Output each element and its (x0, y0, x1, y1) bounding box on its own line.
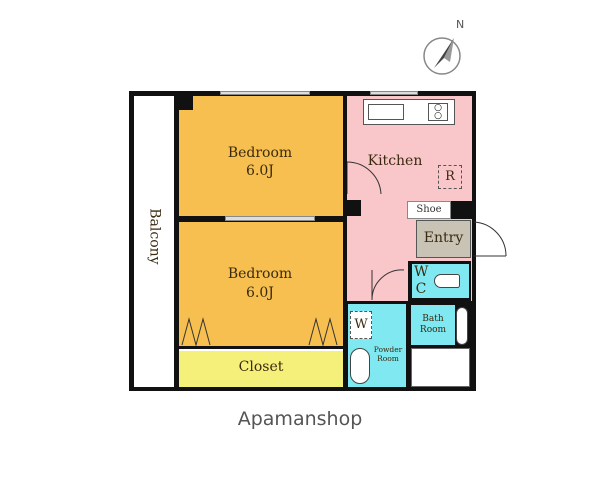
wc-label-1: W (414, 264, 429, 280)
closet (179, 349, 343, 387)
pillar (179, 96, 193, 110)
stove-icon: ○○ (428, 103, 448, 121)
window (225, 216, 315, 221)
wall-stub (343, 200, 361, 216)
shower-icon (456, 307, 468, 345)
balcony (134, 96, 174, 387)
bedroom-2-name: Bedroom (227, 266, 293, 282)
bath-room (411, 305, 455, 345)
entry-label: Entry (423, 230, 464, 246)
balcony-label: Balcony (146, 208, 163, 265)
bedroom-2 (179, 222, 343, 346)
toilet-icon (434, 274, 460, 288)
bathtub (411, 348, 470, 387)
door-swing-icon (347, 161, 382, 195)
sink-icon (368, 104, 404, 120)
washer: W (350, 311, 372, 339)
shoe-cabinet: Shoe (407, 201, 451, 219)
wc-label-2: C (415, 281, 427, 297)
powder-room-label: Powder Room (373, 345, 403, 363)
kitchen-label: Kitchen (367, 153, 423, 169)
bedroom-1 (179, 96, 343, 216)
washbasin-icon (350, 348, 370, 384)
closet-label: Closet (238, 359, 284, 375)
washer-label: W (354, 317, 368, 332)
window (370, 91, 418, 95)
compass-icon (423, 37, 461, 75)
wall-block (451, 201, 472, 219)
door-swing-icon (371, 269, 405, 300)
bedroom-1-size: 6.0J (246, 163, 274, 179)
bedroom-2-size: 6.0J (246, 285, 274, 301)
fridge: R (438, 165, 462, 189)
bedroom-1-name: Bedroom (227, 145, 293, 161)
brand-label: Apamanshop (237, 408, 363, 430)
kitchen-counter: ○○ (363, 99, 455, 125)
compass: N (420, 18, 470, 80)
closet-doors-icon (181, 317, 338, 347)
fridge-label: R (445, 169, 455, 184)
shoe-label: Shoe (416, 204, 442, 215)
bath-room-label: Bath Room (419, 314, 447, 335)
entry (416, 220, 471, 258)
entry-door-icon[interactable] (472, 220, 508, 260)
compass-north-label: N (456, 18, 465, 31)
window (220, 91, 310, 95)
